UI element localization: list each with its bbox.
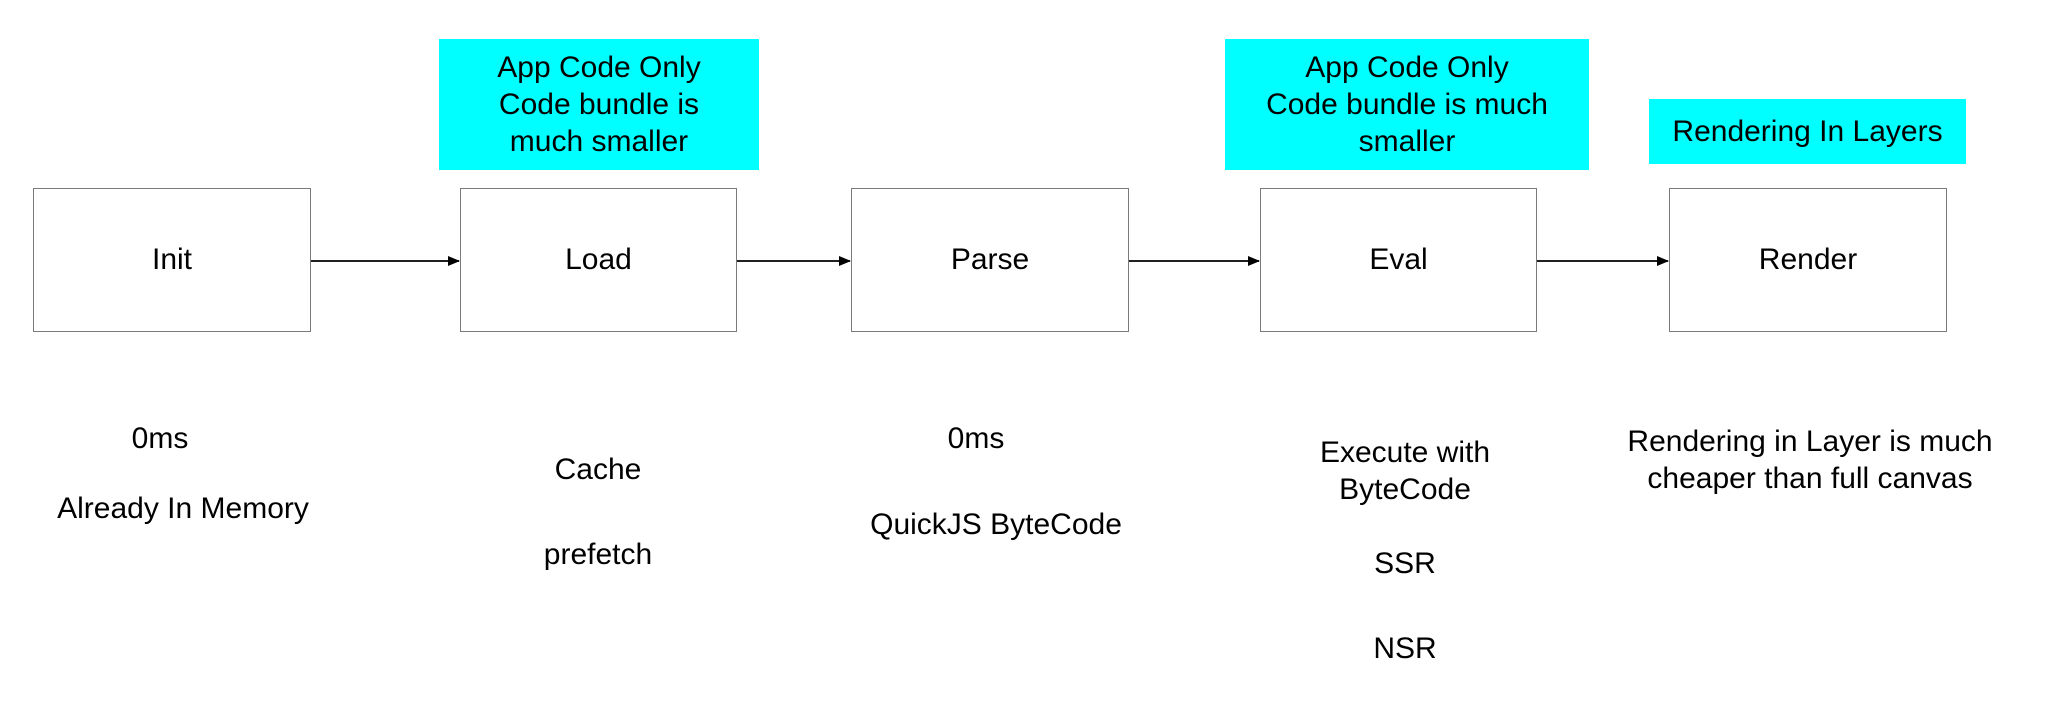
note-eval-nsr: NSR xyxy=(1373,632,1437,665)
note-eval-ssr: SSR xyxy=(1374,547,1436,580)
stage-parse-box: Parse xyxy=(851,188,1129,332)
stage-render-box: Render xyxy=(1669,188,1947,332)
callout-render-text: Rendering In Layers xyxy=(1672,115,1943,148)
stage-eval-box: Eval xyxy=(1260,188,1537,332)
stage-init-box: Init xyxy=(33,188,311,332)
note-render-cheaper: Rendering in Layer is much cheaper than … xyxy=(1627,425,1993,495)
note-load-cache: Cache xyxy=(554,453,642,486)
callout-eval-app-code: App Code Only Code bundle is much smalle… xyxy=(1225,39,1589,170)
note-eval-execute: Execute with ByteCode xyxy=(1319,436,1491,506)
callout-load-text: App Code Only Code bundle is much smalle… xyxy=(497,51,701,158)
stage-parse-label: Parse xyxy=(950,243,1030,276)
note-init-time: 0ms xyxy=(131,422,189,455)
stage-eval-label: Eval xyxy=(1369,243,1428,276)
callout-eval-text: App Code Only Code bundle is much smalle… xyxy=(1266,51,1548,158)
callout-render-layers: Rendering In Layers xyxy=(1649,99,1966,164)
stage-load-box: Load xyxy=(460,188,737,332)
note-parse-time: 0ms xyxy=(947,422,1005,455)
note-parse-bytecode: QuickJS ByteCode xyxy=(870,508,1122,541)
note-init-memory: Already In Memory xyxy=(57,492,309,525)
stage-load-label: Load xyxy=(565,243,632,276)
callout-load-app-code: App Code Only Code bundle is much smalle… xyxy=(439,39,759,170)
note-load-prefetch: prefetch xyxy=(543,538,653,571)
stage-render-label: Render xyxy=(1758,243,1858,276)
stage-init-label: Init xyxy=(151,243,193,276)
